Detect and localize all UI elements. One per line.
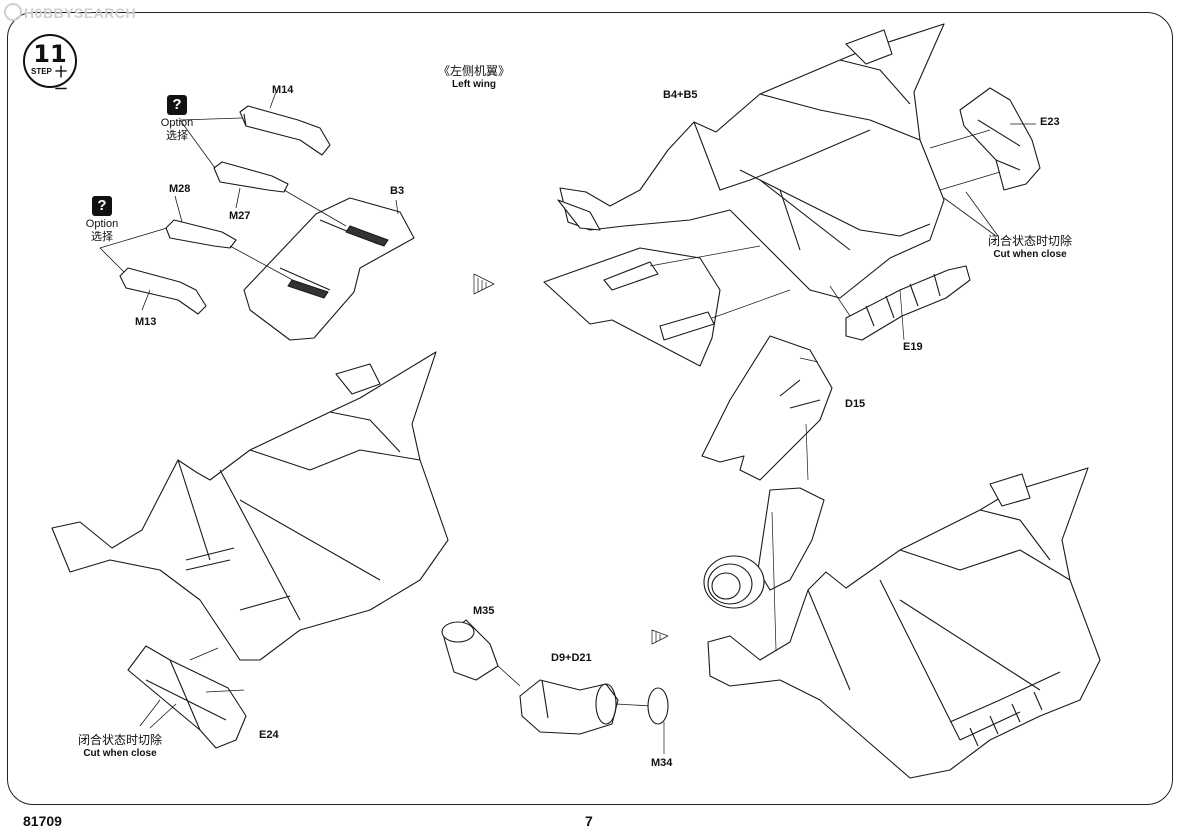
part-label-e19: E19 — [903, 341, 923, 353]
part-label-e24: E24 — [259, 729, 279, 741]
cut-note-right: 闭合状态时切除 Cut when close — [987, 234, 1072, 260]
watermark-logo-icon — [4, 3, 22, 21]
part-m14 — [239, 105, 331, 156]
progress-arrow — [473, 273, 669, 645]
cut-note-left: 闭合状态时切除 Cut when close — [77, 733, 162, 759]
part-label-m35: M35 — [473, 605, 495, 617]
title-cn: 《左侧机翼》 — [437, 64, 510, 78]
option-callout-lines — [99, 91, 399, 311]
part-m34 — [647, 687, 669, 754]
part-d9d21 — [519, 679, 653, 735]
part-e24 — [127, 645, 247, 749]
step-word: STEP — [31, 67, 52, 76]
part-label-d9d21: D9+D21 — [551, 652, 592, 664]
part-b3 — [243, 197, 415, 341]
part-label-m27: M27 — [229, 210, 251, 222]
part-e23 — [929, 87, 1041, 191]
part-label-b3: B3 — [390, 185, 405, 197]
part-label-b4b5: B4+B5 — [663, 89, 698, 101]
page-frame — [7, 12, 1173, 805]
part-label-d15: D15 — [845, 398, 866, 410]
option-question-icon: ? — [167, 95, 187, 115]
cut-lines-left — [139, 699, 177, 729]
part-label-m13: M13 — [135, 316, 157, 328]
wing-lower-left — [51, 351, 449, 661]
wing-upper-assembly — [543, 23, 945, 367]
part-m13 — [119, 267, 207, 315]
part-m28 — [165, 219, 237, 249]
wing-lower-right — [707, 467, 1101, 779]
watermark: H0BBYSEARCH — [4, 3, 136, 21]
part-m35 — [441, 619, 521, 687]
step-cn: 十一 — [55, 65, 68, 96]
part-label-m28: M28 — [169, 183, 191, 195]
page-number: 7 — [585, 813, 593, 829]
part-e19 — [829, 265, 971, 341]
part-m27 — [213, 161, 289, 193]
option-question-icon: ? — [92, 196, 112, 216]
part-label-m34: M34 — [651, 757, 673, 769]
title-en: Left wing — [452, 79, 496, 90]
page-title: 《左侧机翼》 Left wing — [424, 62, 524, 90]
part-label-e23: E23 — [1040, 116, 1060, 128]
step-number: 11 — [33, 40, 67, 68]
cut-lines-right — [943, 191, 999, 237]
exhaust-nozzle — [703, 423, 825, 651]
part-label-m14: M14 — [272, 84, 294, 96]
product-code: 81709 — [23, 813, 62, 829]
step-badge: 11 STEP 十一 — [23, 34, 77, 96]
part-d15 — [701, 335, 833, 481]
